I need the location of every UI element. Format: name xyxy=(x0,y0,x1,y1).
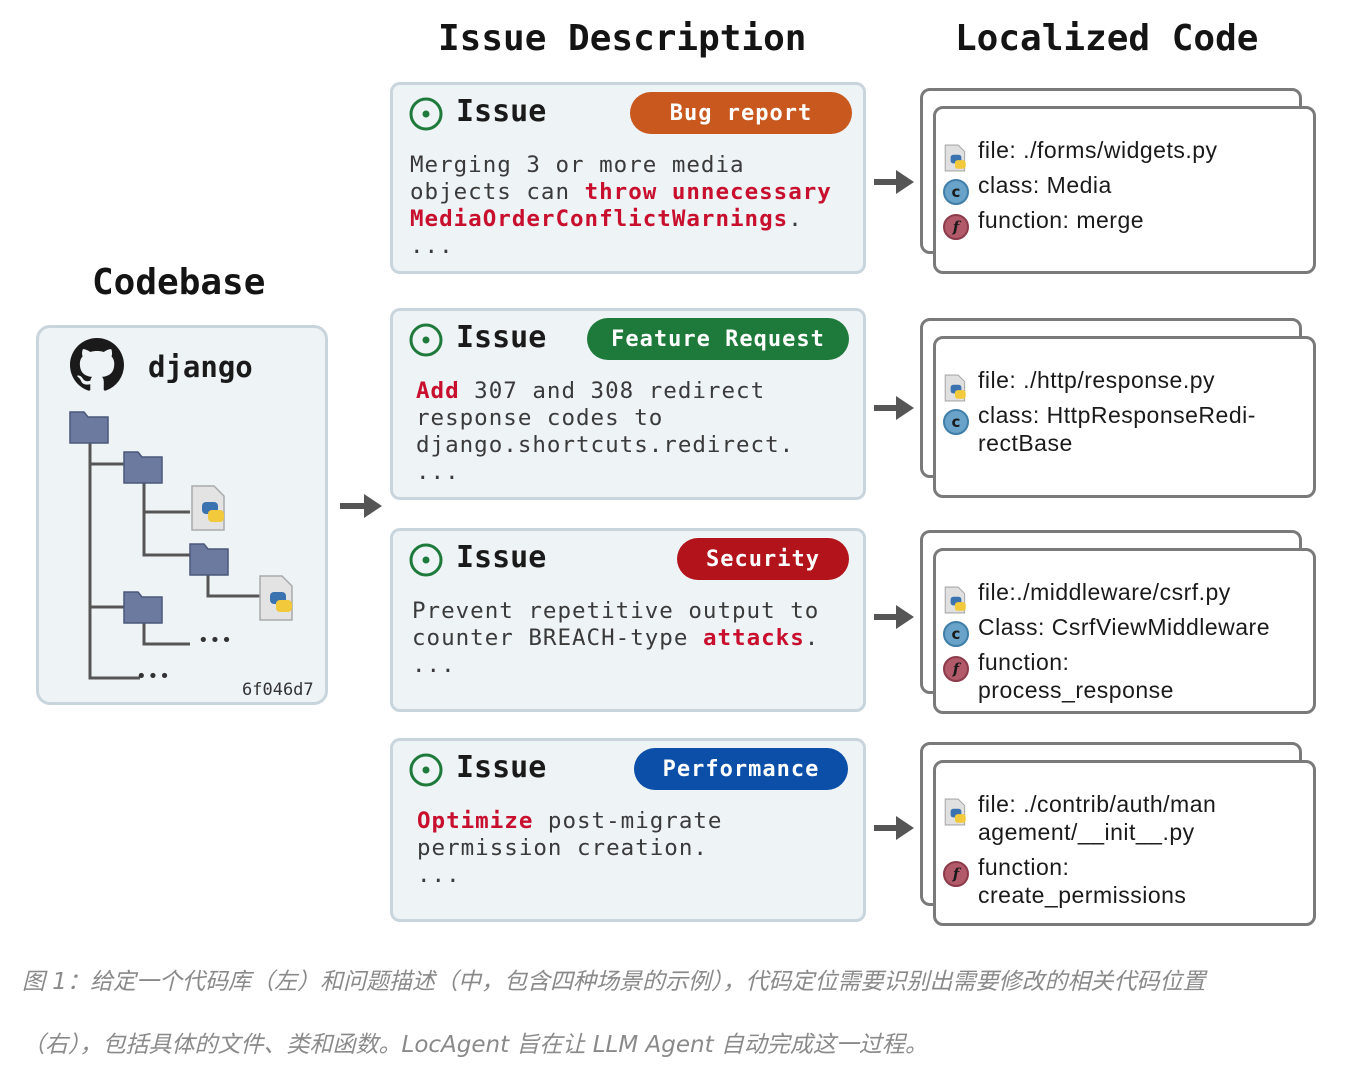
tree-ellipsis: ••• xyxy=(136,666,171,687)
issue-description-text: Add 307 and 308 redirect response codes … xyxy=(416,378,794,486)
description-text: 307 and 308 redirect response codes to d… xyxy=(416,378,795,458)
code-card xyxy=(933,106,1316,274)
code-card xyxy=(933,336,1316,498)
localized-code-line: file:./middleware/csrf.py xyxy=(978,579,1231,605)
description-text: . xyxy=(804,625,820,651)
localized-code-line: file: ./forms/widgets.py xyxy=(978,137,1218,163)
description-text: Merging 3 or more media objects can xyxy=(410,152,745,205)
python-file-icon xyxy=(944,144,966,172)
function-icon: f xyxy=(943,861,969,887)
localized-code-line: class: Media xyxy=(978,172,1112,198)
class-icon: c xyxy=(943,179,969,205)
issue-title: Issue xyxy=(456,540,547,575)
repo-name: django xyxy=(148,350,253,384)
description-text: . xyxy=(788,206,803,232)
issue-description-text: Prevent repetitive output to counter BRE… xyxy=(412,598,819,679)
issue-type-tag: Security xyxy=(677,538,849,580)
localized-code-line: file: ./http/response.py xyxy=(978,367,1216,393)
issue-open-icon xyxy=(409,97,443,131)
ellipsis: ... xyxy=(417,862,461,888)
description-text: post-migrate permission creation. xyxy=(417,808,723,861)
file-tree xyxy=(69,411,293,680)
python-file-icon xyxy=(191,485,225,531)
arrow-right-icon xyxy=(340,494,382,518)
function-icon: f xyxy=(943,214,969,240)
issue-open-icon xyxy=(409,753,443,787)
issue-type-tag: Feature Request xyxy=(587,318,849,360)
tree-ellipsis: ••• xyxy=(198,630,233,651)
issue-description-text: Optimize post-migrate permission creatio… xyxy=(417,808,722,889)
python-file-icon xyxy=(944,374,966,402)
class-icon: c xyxy=(943,621,969,647)
figure-caption-line2: （右），包括具体的文件、类和函数。LocAgent 旨在让 LLM Agent … xyxy=(22,1032,928,1058)
ellipsis: ... xyxy=(410,233,454,259)
issue-title: Issue xyxy=(456,94,547,129)
code-card xyxy=(933,760,1316,926)
localized-code-line: Class: CsrfViewMiddleware xyxy=(978,614,1270,640)
github-icon xyxy=(70,338,124,391)
localized-code-line: function: merge xyxy=(978,207,1145,233)
figure-caption-line1: 图 1：给定一个代码库（左）和问题描述（中，包含四种场景的示例），代码定位需要识… xyxy=(22,969,1206,995)
python-file-icon xyxy=(259,575,293,621)
python-file-icon xyxy=(944,798,966,826)
issue-description-heading: Issue Description xyxy=(438,18,807,59)
arrow-right-icon xyxy=(874,816,914,840)
arrow-right-icon xyxy=(874,396,914,420)
issue-type-tag: Performance xyxy=(634,748,848,790)
localized-code-line: function: create_permissions xyxy=(978,854,1187,908)
arrow-right-icon xyxy=(874,170,914,194)
highlighted-text: throw unnecessary MediaOrderConflictWarn… xyxy=(410,179,832,232)
folder-icon xyxy=(69,411,229,624)
arrow-right-icon xyxy=(874,605,914,629)
localized-code-heading: Localized Code xyxy=(955,18,1259,59)
issue-description-text: Merging 3 or more media objects can thro… xyxy=(410,152,832,260)
highlighted-text: Optimize xyxy=(417,808,534,834)
codebase-heading: Codebase xyxy=(92,262,266,303)
ellipsis: ... xyxy=(412,652,456,678)
localized-code-line: class: HttpResponseRedi- rectBase xyxy=(978,402,1256,456)
localized-code-line: file: ./contrib/auth/man agement/__init_… xyxy=(978,791,1217,845)
issue-type-tag: Bug report xyxy=(630,92,852,134)
localized-code-line: function: process_response xyxy=(978,649,1174,703)
code-card xyxy=(933,548,1316,714)
description-text: Prevent repetitive output to counter BRE… xyxy=(412,598,820,651)
issue-title: Issue xyxy=(456,320,547,355)
issue-title: Issue xyxy=(456,750,547,785)
function-icon: f xyxy=(943,656,969,682)
highlighted-text: attacks xyxy=(702,625,805,651)
ellipsis: ... xyxy=(416,459,460,485)
highlighted-text: Add xyxy=(416,378,460,404)
class-icon: c xyxy=(943,409,969,435)
python-file-icon xyxy=(944,586,966,614)
issue-open-icon xyxy=(409,543,443,577)
issue-open-icon xyxy=(409,323,443,357)
commit-hash: 6f046d7 xyxy=(242,680,314,700)
